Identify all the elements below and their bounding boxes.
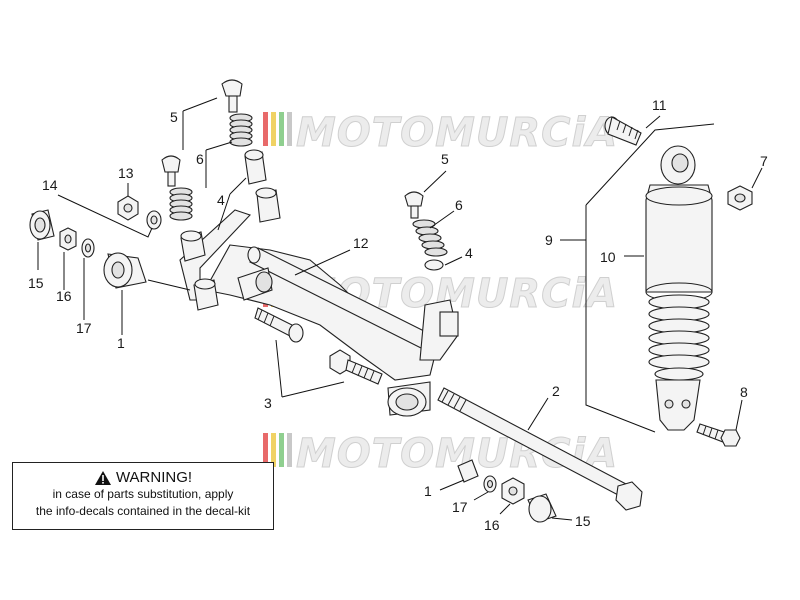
callout-4: 4 <box>465 245 473 261</box>
shock-nut <box>727 185 753 211</box>
callout-1: 1 <box>424 483 432 499</box>
watermark-stripe <box>263 112 268 146</box>
callout-labels: 5 6 4 13 14 15 16 17 1 12 3 5 6 4 2 1 17… <box>28 97 768 533</box>
callout-3: 3 <box>264 395 272 411</box>
watermark-stripe <box>279 433 284 467</box>
warning-line-1: in case of parts substitution, apply <box>52 487 234 501</box>
linkage-right-sleeve <box>439 311 459 337</box>
callout-10: 10 <box>600 249 616 265</box>
warning-icon <box>94 470 111 485</box>
left-hardware <box>29 195 162 289</box>
bolt-3-upper <box>254 307 304 343</box>
spring-assembly-left <box>161 79 253 221</box>
spring-cap <box>221 79 243 97</box>
watermark-text: MOTOMURCiA <box>296 110 618 156</box>
bolt-3-lower <box>329 349 383 385</box>
spring-cap <box>161 155 181 173</box>
callout-17: 17 <box>76 320 92 336</box>
callout-9: 9 <box>545 232 553 248</box>
warning-line-2: the info-decals contained in the decal-k… <box>35 504 251 518</box>
callout-15: 15 <box>28 275 44 291</box>
callout-1: 1 <box>117 335 125 351</box>
callout-2: 2 <box>552 383 560 399</box>
shock-lower-clevis <box>655 379 701 431</box>
bushing-1-right <box>457 459 479 483</box>
warning-notice: WARNING! in case of parts substitution, … <box>12 462 274 530</box>
callout-12: 12 <box>353 235 369 251</box>
callout-13: 13 <box>118 165 134 181</box>
watermark-stripe <box>271 433 276 467</box>
callout-6: 6 <box>196 151 204 167</box>
shock-spring <box>648 294 710 381</box>
warning-title: WARNING! <box>115 469 193 486</box>
long-bolt-2 <box>437 387 643 511</box>
callout-11: 11 <box>652 97 667 113</box>
watermark-stripe <box>287 112 292 146</box>
callout-17: 17 <box>452 499 468 515</box>
callout-4: 4 <box>217 192 225 208</box>
watermark-1: MOTOMURCiA <box>263 110 618 157</box>
shock-absorber <box>585 123 715 433</box>
leader-lines <box>37 97 763 521</box>
watermark-stripe <box>271 112 276 146</box>
callout-5: 5 <box>170 109 178 125</box>
warning-title-row: WARNING! <box>13 469 273 486</box>
callout-14: 14 <box>42 177 58 193</box>
sleeve-ring <box>424 259 444 271</box>
shock-upper-bolt <box>604 116 642 146</box>
callout-8: 8 <box>740 384 748 400</box>
callout-6: 6 <box>455 197 463 213</box>
right-hardware <box>457 459 557 523</box>
spring-cap <box>404 191 424 207</box>
shock-lower-bolt <box>696 423 741 447</box>
callout-7: 7 <box>760 153 768 169</box>
spring-assembly-right <box>404 191 448 271</box>
callout-16: 16 <box>56 288 72 304</box>
watermark-stripe <box>279 112 284 146</box>
callout-16: 16 <box>484 517 500 533</box>
bolt-head <box>615 481 643 511</box>
coil-spring <box>412 219 448 257</box>
coil-spring <box>169 187 193 221</box>
linkage-left-plate <box>179 209 251 301</box>
watermark-stripe <box>263 433 268 467</box>
callout-5: 5 <box>441 151 449 167</box>
watermark-stripe <box>287 433 292 467</box>
coil-spring <box>229 113 253 147</box>
linkage-assembly <box>179 149 459 417</box>
shock-top-bushing <box>671 153 689 173</box>
callout-15: 15 <box>575 513 591 529</box>
